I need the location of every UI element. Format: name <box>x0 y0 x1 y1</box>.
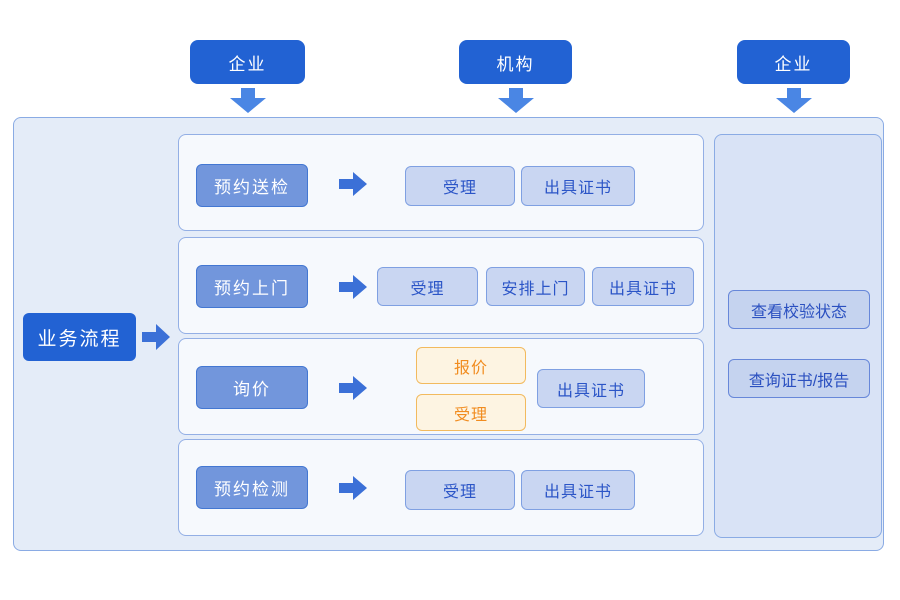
actor-enterprise-right: 企业 <box>737 40 850 84</box>
arrow-down-icon <box>776 88 812 113</box>
process-row-testing: 预约检测 受理 出具证书 <box>178 439 704 536</box>
arrow-right-icon <box>339 476 367 500</box>
node-reserve-delivery: 预约送检 <box>196 164 308 207</box>
arrow-right-icon <box>339 376 367 400</box>
flow-label: 业务流程 <box>23 313 136 361</box>
node-accept: 受理 <box>405 470 515 510</box>
node-issue-certificate: 出具证书 <box>537 369 645 408</box>
process-row-inquiry: 询价 报价 受理 出具证书 <box>178 338 704 435</box>
node-reserve-testing: 预约检测 <box>196 466 308 509</box>
node-accept: 受理 <box>377 267 478 306</box>
arrow-down-icon <box>498 88 534 113</box>
node-accept: 受理 <box>405 166 515 206</box>
view-calibration-status-button: 查看校验状态 <box>728 290 870 329</box>
query-certificate-report-button: 查询证书/报告 <box>728 359 870 398</box>
arrow-right-icon <box>339 275 367 299</box>
arrow-down-icon <box>230 88 266 113</box>
arrow-right-icon <box>142 324 170 350</box>
arrow-right-icon <box>339 172 367 196</box>
node-issue-certificate: 出具证书 <box>521 470 635 510</box>
node-arrange-visit: 安排上门 <box>486 267 585 306</box>
node-issue-certificate: 出具证书 <box>521 166 635 206</box>
node-issue-certificate: 出具证书 <box>592 267 694 306</box>
process-row-onsite-visit: 预约上门 受理 安排上门 出具证书 <box>178 237 704 334</box>
node-inquiry: 询价 <box>196 366 308 409</box>
enterprise-query-panel: 查看校验状态 查询证书/报告 <box>714 134 882 538</box>
node-quotation: 报价 <box>416 347 526 384</box>
actor-enterprise-left: 企业 <box>190 40 305 84</box>
process-row-delivery-inspection: 预约送检 受理 出具证书 <box>178 134 704 231</box>
node-accept-orange: 受理 <box>416 394 526 431</box>
actor-institution: 机构 <box>459 40 572 84</box>
node-reserve-onsite: 预约上门 <box>196 265 308 308</box>
process-board: 业务流程 预约送检 受理 出具证书 预约上门 受理 安排上门 出具证书 询价 <box>13 117 884 551</box>
